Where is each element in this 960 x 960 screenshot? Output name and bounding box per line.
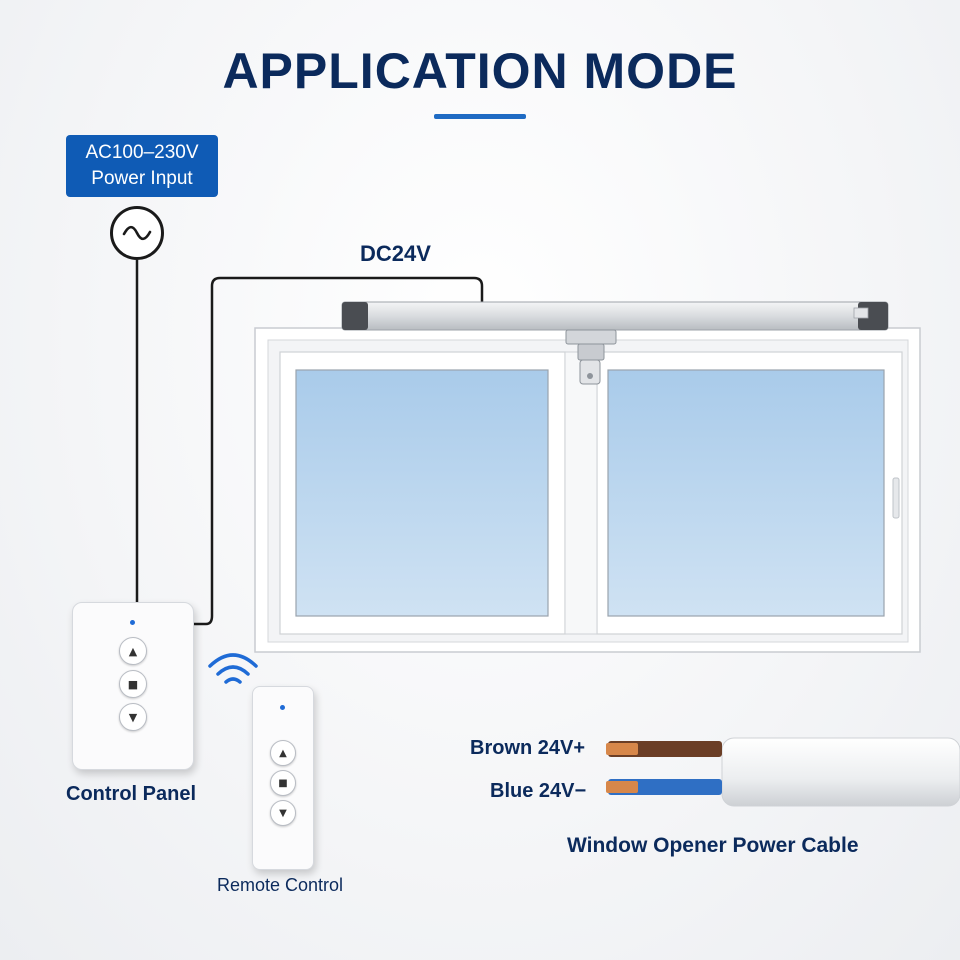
brown-wire-copper [606,743,638,755]
cable-title: Window Opener Power Cable [567,834,859,857]
stop-button[interactable]: ■ [119,670,147,698]
brown-wire-label: Brown 24V+ [470,737,586,759]
window-actuator [341,301,889,385]
blue-wire-copper [606,781,638,793]
down-button[interactable]: ▼ [119,703,147,731]
remote-status-led [280,705,285,710]
ac-power-icon [110,206,164,260]
remote-control-label: Remote Control [217,875,344,895]
up-button[interactable]: ▲ [119,637,147,665]
sine-wave-icon [122,225,152,241]
power-input-caption: Power Input [91,168,193,189]
dc-voltage-label: DC24V [360,241,431,266]
status-led [130,620,135,625]
blue-wire-label: Blue 24V− [490,780,587,802]
page-title: APPLICATION MODE [222,43,738,99]
title-underline [434,114,526,119]
remote-down-button[interactable]: ▼ [270,800,296,826]
wireless-signal-icon [208,653,258,684]
remote-stop-button[interactable]: ■ [270,770,296,796]
power-cable [606,737,960,807]
power-input-voltage: AC100–230V [85,142,199,163]
control-panel-label: Control Panel [66,783,197,805]
window [254,327,921,653]
remote-up-button[interactable]: ▲ [270,740,296,766]
remote-control: ▲ ■ ▼ [252,686,314,870]
control-panel: ▲ ■ ▼ [72,602,194,770]
power-input-badge: AC100–230V Power Input [66,135,218,197]
dc-wire [192,276,484,626]
